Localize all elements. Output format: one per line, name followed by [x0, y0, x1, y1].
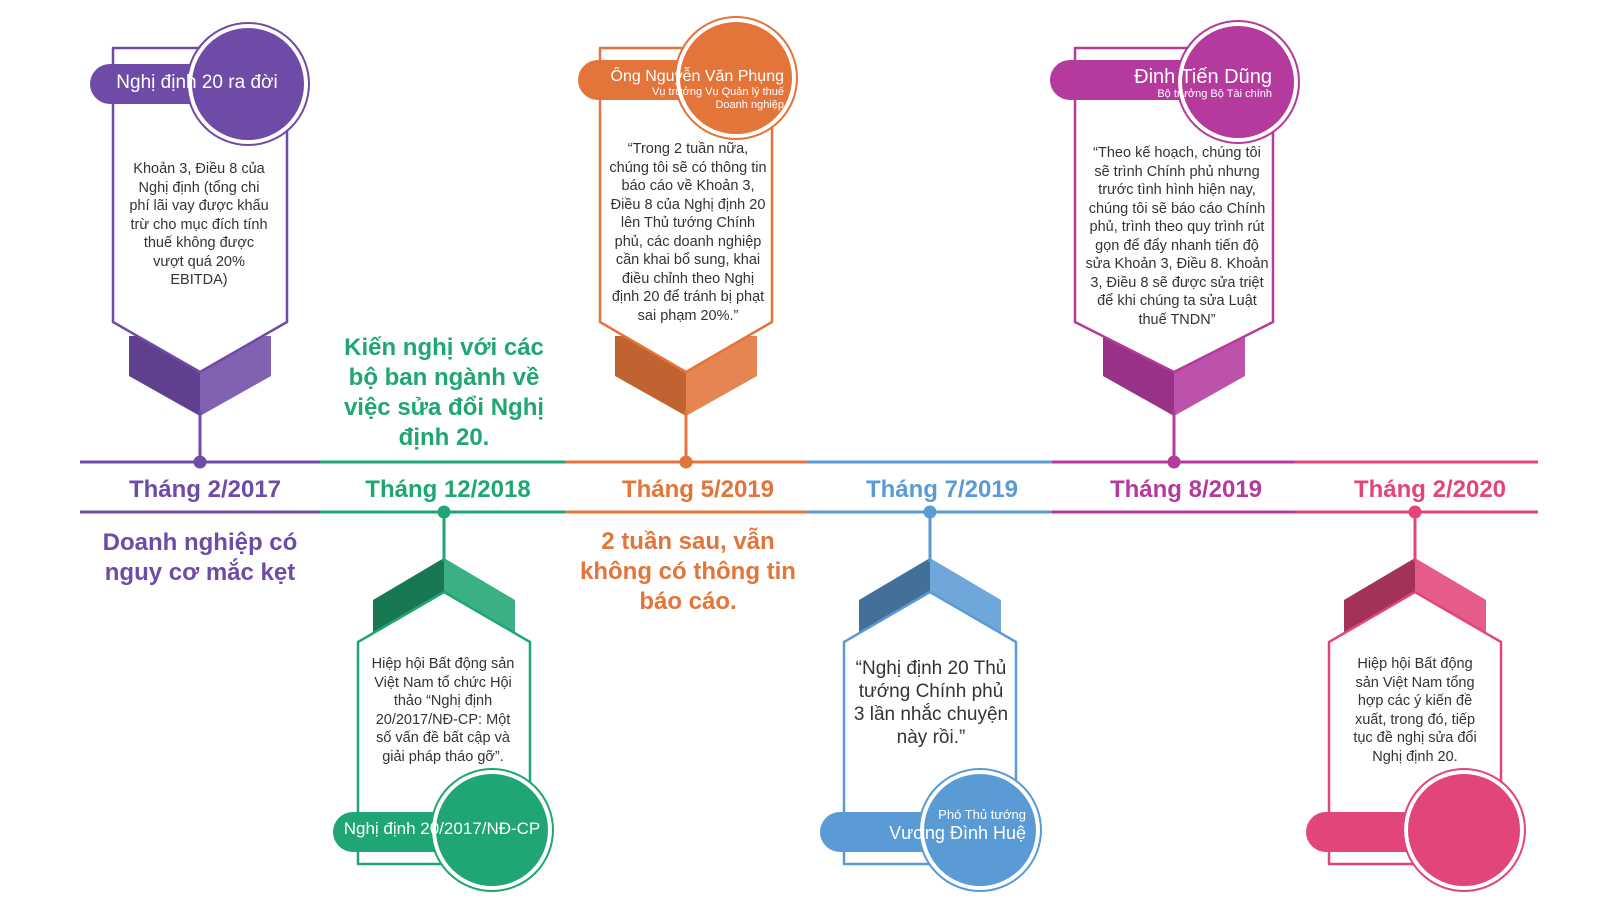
event3-title-circle-ring [674, 16, 798, 140]
event4-title-circle-ring [918, 768, 1042, 892]
event5-title-circle [1178, 22, 1298, 142]
event5-connector-dot [1167, 455, 1181, 469]
event3-connector-dot [679, 455, 693, 469]
event5-quote-text: “Theo kế hoạch, chúng tôi sẽ trình Chính… [1085, 145, 1269, 328]
event1-outcome-text: Doanh nghiệp có nguy cơ mắc kẹt [102, 529, 298, 586]
event3-outcome-text: 2 tuần sau, vẫn không có thông tin báo c… [580, 528, 796, 615]
event5-pill-role: Bộ trưởng Bộ Tài chính [1157, 88, 1272, 100]
event6-title-circle [1404, 770, 1524, 890]
event1-title-circle [188, 24, 308, 144]
event2-pill-title: Nghị định 20/2017/NĐ-CP [343, 819, 541, 838]
event1-pill-title: Nghị định 20 ra đời [116, 72, 278, 93]
event6-body-text: Hiệp hội Bất động sản Việt Nam tổng hợp … [1353, 656, 1477, 765]
event1-connector-dot [193, 455, 207, 469]
date-label-5-2019: Tháng 5/2019 [621, 476, 775, 503]
event2-connector-dot [437, 505, 451, 519]
date-label-12-2018: Tháng 12/2018 [365, 476, 531, 503]
date-label-8-2019: Tháng 8/2019 [1109, 476, 1263, 503]
event5-pill-name: Đinh Tiến Dũng [1134, 66, 1272, 88]
event3-quote-text: “Trong 2 tuần nữa, chúng tôi sẽ có thông… [609, 141, 767, 324]
event6-title-circle-ring [1402, 768, 1526, 892]
event3-pill-role-line2: Doanh nghiệp [715, 99, 784, 111]
event2-body-text: Hiệp hội Bất động sản Việt Nam tổ chức H… [371, 656, 515, 765]
event4-connector-dot [923, 505, 937, 519]
event4-title-circle [920, 770, 1040, 890]
event6-connector-dot [1408, 505, 1422, 519]
date-label-2-2020: Tháng 2/2020 [1353, 476, 1507, 503]
event5-title-circle-ring [1176, 20, 1300, 144]
date-label-7-2019: Tháng 7/2019 [865, 476, 1019, 503]
event3-title-circle [676, 18, 796, 138]
event1-title-circle-ring [186, 22, 310, 146]
event4-pill-role: Phó Thủ tướng [938, 807, 1026, 822]
event3-pill-name: Ông Nguyễn Văn Phụng [610, 68, 784, 85]
event1-body-text: Khoản 3, Điều 8 của Nghị định (tổng chi … [129, 161, 269, 288]
event4-quote-text: “Nghị định 20 Thủ tướng Chính phủ 3 lần … [853, 658, 1009, 748]
event2-title-circle [432, 770, 552, 890]
event2-title-circle-ring [430, 768, 554, 892]
event4-pill-name: Vương Đình Huệ [889, 823, 1026, 843]
event2-action-text: Kiến nghị với các bộ ban ngành về việc s… [343, 334, 545, 451]
event3-pill-role-line1: Vụ trưởng Vụ Quản lý thuế [652, 86, 784, 98]
date-label-2-2017: Tháng 2/2017 [128, 476, 282, 503]
